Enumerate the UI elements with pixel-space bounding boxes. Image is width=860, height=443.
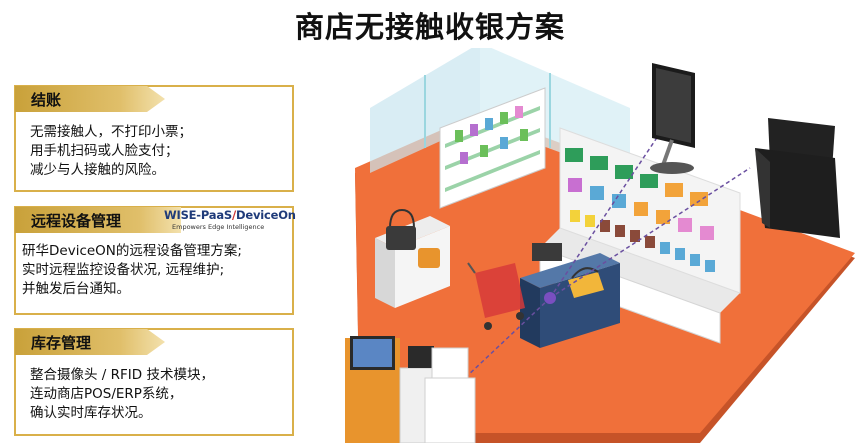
checkout-line-1: 无需接触人，不打印小票； [30, 124, 192, 140]
shopping-cart-icon [467, 262, 525, 330]
remote-management-description: 研华DeviceON的远程设备管理方案; 实时远程监控设备状况, 远程维护; 并… [22, 242, 242, 299]
checkout-line-3: 减少与人接触的风险。 [30, 162, 165, 178]
inventory-line-2: 连动商店POS/ERP系统， [30, 386, 183, 402]
remote-line-2: 实时远程监控设备状况, 远程维护; [22, 262, 225, 278]
connector-hub [544, 292, 556, 304]
orange-bag [418, 248, 440, 268]
inventory-line-3: 确认实时库存状况。 [30, 405, 152, 421]
remote-line-1: 研华DeviceON的远程设备管理方案; [22, 243, 242, 259]
shopping-basket-icon [568, 267, 604, 298]
remote-line-3: 并触发后台通知。 [22, 281, 130, 297]
checkout-description: 无需接触人，不打印小票； 用手机扫码或人脸支付； 减少与人接触的风险。 [30, 123, 192, 180]
logo-tagline: Empowers Edge Intelligence [172, 223, 265, 231]
page-title: 商店无接触收银方案 [294, 10, 565, 44]
register-icon [532, 243, 562, 261]
inventory-line-1: 整合摄像头 / RFID 技术模块， [30, 367, 214, 383]
wise-paas-deviceon-logo: WISE-PaaS/DeviceOn Empowers Edge Intelli… [164, 208, 296, 234]
store-illustration [345, 48, 855, 443]
checkout-panel: 结账 无需接触人，不打印小票； 用手机扫码或人脸支付； 减少与人接触的风险。 [14, 85, 294, 192]
logo-product: DeviceOn [236, 208, 296, 222]
center-shelf [539, 127, 741, 344]
inventory-description: 整合摄像头 / RFID 技术模块， 连动商店POS/ERP系统， 确认实时库存… [30, 366, 214, 423]
checkout-line-2: 用手机扫码或人脸支付； [30, 143, 179, 159]
remote-management-panel: 远程设备管理 WISE-PaaS/DeviceOn Empowers Edge … [14, 206, 296, 315]
checkout-heading: 结账 [15, 86, 165, 112]
kiosk-white-icon [424, 347, 476, 443]
inventory-heading: 库存管理 [15, 329, 165, 355]
tablet-stand-icon [650, 63, 695, 174]
inventory-panel: 库存管理 整合摄像头 / RFID 技术模块， 连动商店POS/ERP系统， 确… [14, 328, 294, 436]
handbag-icon [386, 208, 416, 250]
logo-brand: WISE-PaaS [164, 208, 232, 222]
back-wall-shelf [439, 87, 546, 209]
pos-terminal-icon [755, 118, 840, 238]
logo-slash: / [232, 208, 237, 222]
remote-management-heading: 远程设备管理 [15, 207, 181, 233]
